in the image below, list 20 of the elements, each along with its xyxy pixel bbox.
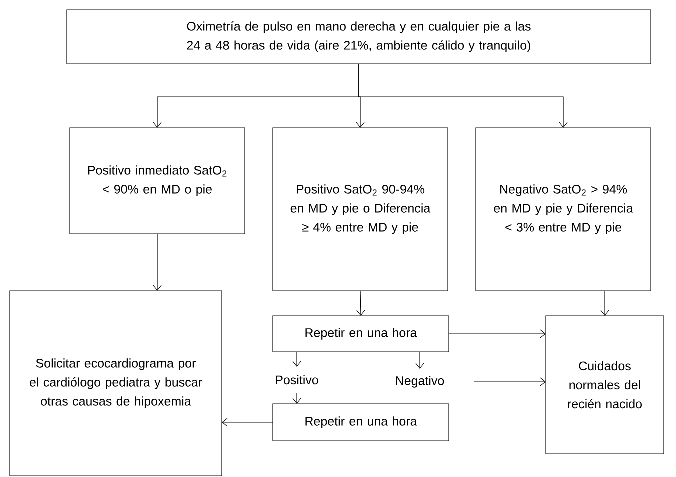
action-box: Solicitar ecocardiograma por el cardiólogo pediatra y buscar otras causas de hipoxemia: [10, 290, 222, 476]
result-box: Negativo SatO$_{2}$ > 94% en MD y pie y Diferencia < 3% entre MD y pie: [476, 128, 652, 292]
arrow: [448, 330, 546, 338]
branch-label: Negativo: [396, 376, 444, 388]
result-box: Positivo SatO$_{2}$ 90-94% en MD y pie o Diferencia ≥ 4% entre MD y pie: [272, 128, 448, 292]
arrow: [416, 352, 424, 369]
arrow: [600, 290, 610, 316]
arrow: [222, 418, 274, 427]
arrow: [356, 290, 366, 316]
arrow: [292, 392, 302, 404]
arrow: [292, 352, 302, 367]
result-box: Positivo inmediato SatO$_{2}$ < 90% en MD o pie: [70, 128, 246, 234]
process-box: Repetir en una hora: [272, 316, 450, 352]
arrow: [474, 378, 546, 386]
process-box: Repetir en una hora: [272, 404, 450, 442]
arrow: [153, 234, 162, 291]
process-box: Oximetría de pulso en mano derecha y en cualquier pie a las 24 a 48 horas de vida (aire 21%, ambiente cálido y tranquilo): [66, 10, 652, 64]
action-box: Cuidados normales del recién nacido: [546, 316, 664, 454]
arrow: [358, 64, 568, 128]
branch-label: Positivo: [276, 375, 318, 385]
